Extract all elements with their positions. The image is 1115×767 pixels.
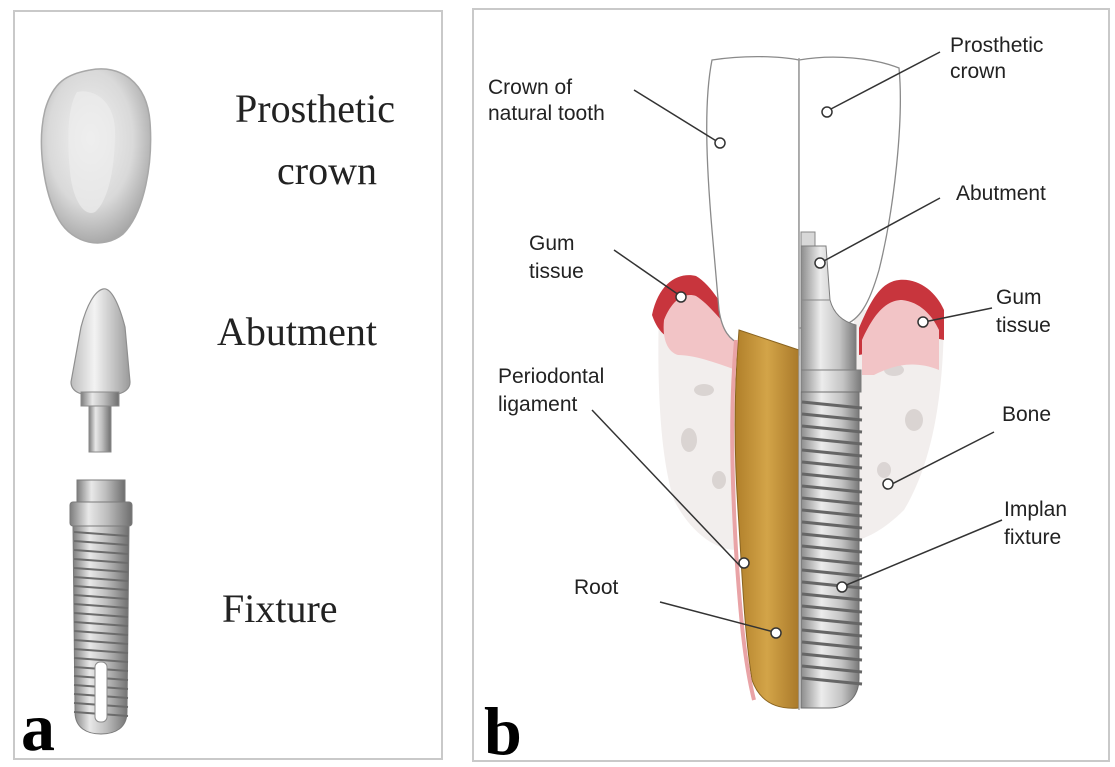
- panel-a: Prosthetic crown Abutment Fixture a: [13, 10, 443, 760]
- natural-tooth-crown: [707, 57, 799, 355]
- panel-a-canvas: Prosthetic crown Abutment Fixture a: [15, 12, 445, 762]
- label-implant-line1: Implan: [1004, 498, 1067, 521]
- label-gum-right-line2: tissue: [996, 314, 1051, 337]
- panel-b-canvas: Crown of natural tooth Prosthetic crown …: [474, 10, 1112, 764]
- label-gum-left-line2: tissue: [529, 260, 584, 283]
- label-crown-natural-line1: Crown of: [488, 76, 572, 99]
- label-bone: Bone: [1002, 403, 1051, 426]
- label-abutment: Abutment: [217, 309, 377, 354]
- label-periodontal-line2: ligament: [498, 393, 578, 416]
- panel-letter-b: b: [484, 693, 522, 764]
- label-fixture: Fixture: [222, 586, 338, 631]
- panel-letter-a: a: [21, 689, 55, 762]
- fixture-illustration: [70, 480, 132, 734]
- implant-fixture: [801, 370, 862, 708]
- panel-b: Crown of natural tooth Prosthetic crown …: [472, 8, 1110, 762]
- label-root: Root: [574, 576, 619, 599]
- abutment-illustration: [71, 289, 130, 452]
- label-prosthetic-crown-line2: crown: [950, 60, 1006, 83]
- label-prosthetic-crown-line2: crown: [277, 148, 377, 193]
- label-gum-right-line1: Gum: [996, 286, 1042, 309]
- label-crown-natural-line2: natural tooth: [488, 102, 605, 125]
- label-gum-left-line1: Gum: [529, 232, 575, 255]
- label-abutment: Abutment: [956, 182, 1046, 205]
- label-implant-line2: fixture: [1004, 526, 1061, 549]
- label-prosthetic-crown-line1: Prosthetic: [950, 34, 1043, 57]
- label-prosthetic-crown-line1: Prosthetic: [235, 86, 395, 131]
- label-periodontal-line1: Periodontal: [498, 365, 604, 388]
